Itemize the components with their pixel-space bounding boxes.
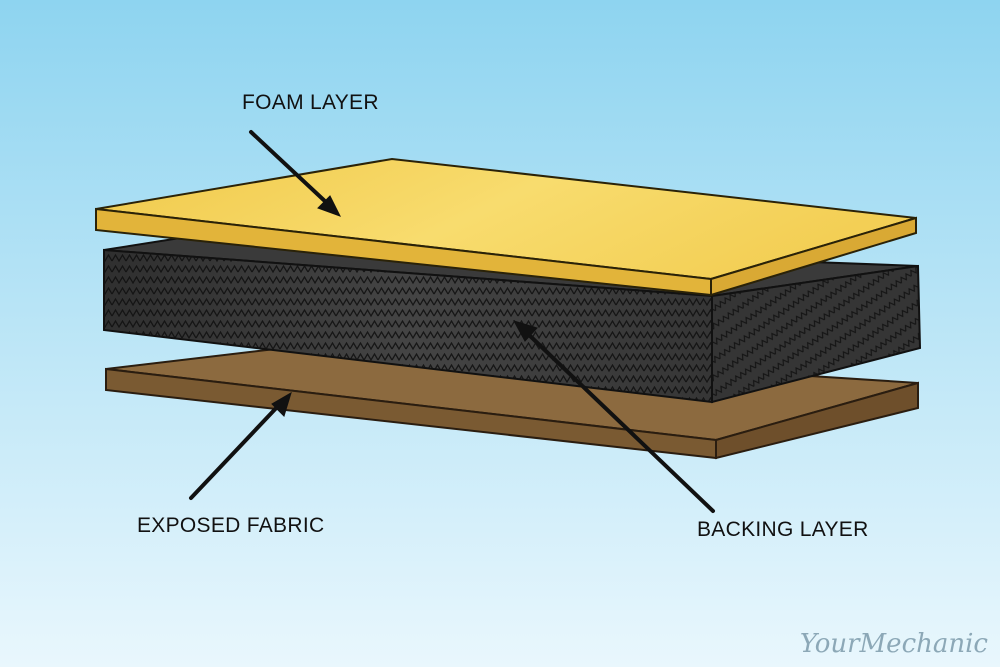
foam-arrow — [249, 130, 342, 217]
backing-right-pattern — [712, 266, 920, 402]
backing-arrow — [512, 320, 715, 513]
exposed-fabric-label: EXPOSED FABRIC — [137, 514, 325, 537]
foam-right-face — [710, 216, 917, 297]
backing-layer-label: BACKING LAYER — [697, 518, 869, 541]
fabric-arrow — [189, 391, 292, 500]
fabric-arrowhead — [271, 391, 292, 417]
fabric-right-face — [715, 381, 919, 460]
foam-layer — [95, 157, 917, 297]
foam-layer-label: FOAM LAYER — [242, 91, 379, 114]
exposed-fabric-layer — [105, 342, 919, 460]
yourmechanic-watermark: YourMechanic — [799, 629, 988, 659]
backing-arrowhead — [512, 320, 538, 342]
foam-arrowhead — [317, 195, 342, 217]
